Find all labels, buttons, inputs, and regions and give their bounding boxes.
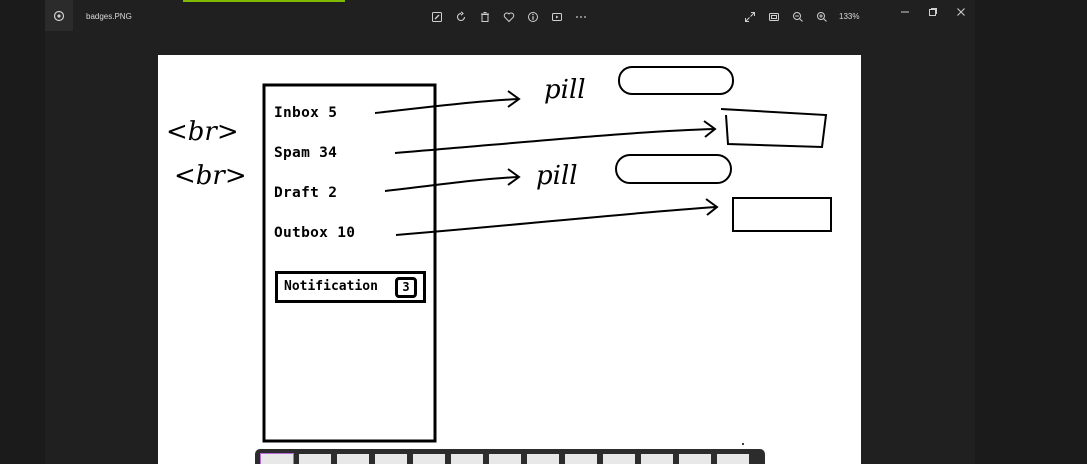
- zoom-out-icon[interactable]: [786, 9, 810, 25]
- mailbox-item-inbox: Inbox 5: [274, 105, 338, 121]
- arrow-spam: [394, 120, 717, 154]
- notification-item: Notification 3: [275, 271, 426, 303]
- view-controls: 133%: [738, 9, 859, 25]
- annotation-br-bottom: <br>: [174, 161, 247, 191]
- notification-label: Notification: [284, 279, 378, 294]
- zoom-level[interactable]: 133%: [839, 12, 860, 21]
- filmstrip-thumbnail[interactable]: [375, 454, 407, 464]
- window-controls: [891, 4, 975, 20]
- sketch-strokes: [262, 66, 832, 445]
- filmstrip-thumbnail[interactable]: [299, 454, 331, 464]
- filmstrip-thumbnail[interactable]: [641, 454, 673, 464]
- restore-icon[interactable]: [919, 4, 947, 20]
- fit-to-window-icon[interactable]: [762, 9, 786, 25]
- filmstrip-thumbnail[interactable]: [717, 454, 749, 464]
- filmstrip-thumbnail[interactable]: [679, 454, 711, 464]
- filmstrip-thumbnail[interactable]: [603, 454, 635, 464]
- annotation-pill-bottom: pill: [536, 161, 578, 191]
- slideshow-icon[interactable]: [545, 9, 569, 25]
- accent-bar: [183, 0, 345, 2]
- notification-badge: 3: [395, 277, 417, 298]
- filmstrip-thumbnail[interactable]: [260, 453, 294, 464]
- favorite-icon[interactable]: [497, 9, 521, 25]
- mailbox-item-spam: Spam 34: [274, 145, 338, 161]
- minimize-icon[interactable]: [891, 4, 919, 20]
- filmstrip-thumbnail[interactable]: [451, 454, 483, 464]
- pill-shape-top: [618, 66, 734, 95]
- expand-icon[interactable]: [738, 9, 762, 25]
- mailbox-item-outbox: Outbox 10: [274, 225, 356, 241]
- arrow-outbox: [395, 198, 719, 236]
- filmstrip-thumbnail[interactable]: [527, 454, 559, 464]
- filmstrip: [255, 449, 765, 464]
- square-badge-bottom: [732, 197, 832, 232]
- annotation-br-top: <br>: [166, 117, 239, 147]
- mailbox-frame: [262, 83, 437, 443]
- annotation-pill-top: pill: [544, 75, 586, 105]
- file-name: badges.PNG: [86, 12, 132, 21]
- filmstrip-thumbnail[interactable]: [565, 454, 597, 464]
- arrow-draft: [384, 168, 521, 192]
- rotate-icon[interactable]: [449, 9, 473, 25]
- photos-app-icon[interactable]: [45, 0, 73, 31]
- zoom-in-icon[interactable]: [810, 9, 834, 25]
- title-bar: badges.PNG: [45, 0, 975, 34]
- info-icon[interactable]: [521, 9, 545, 25]
- arrow-inbox: [374, 90, 521, 114]
- edit-image-icon[interactable]: [425, 9, 449, 25]
- image-canvas[interactable]: Inbox 5 Spam 34 Draft 2 Outbox 10 Notifi…: [158, 55, 861, 464]
- image-toolbar: [425, 9, 593, 25]
- mailbox-item-draft: Draft 2: [274, 185, 338, 201]
- pill-shape-bottom: [615, 154, 732, 184]
- filmstrip-thumbnail[interactable]: [489, 454, 521, 464]
- square-badge-top: [720, 108, 828, 149]
- delete-icon[interactable]: [473, 9, 497, 25]
- more-icon[interactable]: [569, 9, 593, 25]
- filmstrip-thumbnail[interactable]: [337, 454, 369, 464]
- photos-app-window: badges.PNG: [45, 0, 975, 464]
- filmstrip-thumbnail[interactable]: [413, 454, 445, 464]
- close-icon[interactable]: [947, 4, 975, 20]
